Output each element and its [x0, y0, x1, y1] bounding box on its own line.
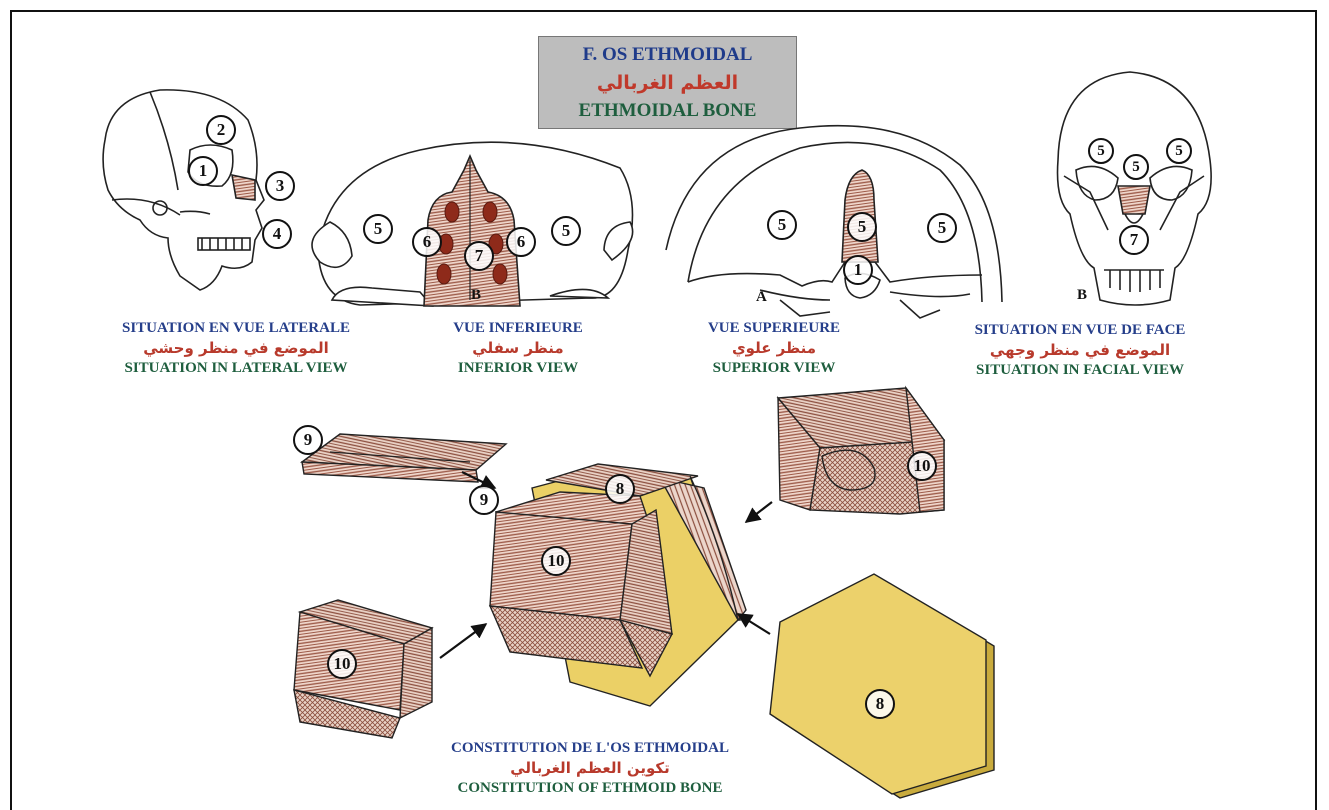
- marker-7-inferior: 7: [464, 241, 494, 271]
- lamina-plate-9: [299, 433, 508, 483]
- caption-superior-ar: منظر علوي: [731, 339, 817, 357]
- labyrinth-block-left: [293, 599, 434, 739]
- marker-5-superior-right: 5: [927, 213, 957, 243]
- caption-facial-en: SITUATION IN FACIAL VIEW: [976, 362, 1184, 378]
- marker-5-superior-center: 5: [847, 212, 877, 242]
- marker-6-inferior-left: 6: [412, 227, 442, 257]
- caption-facial-ar: الموضع في منظر وجهي: [989, 341, 1171, 359]
- caption-inferior-view: VUE INFERIEURE منظر سفلي INFERIOR VIEW: [418, 318, 618, 378]
- caption-superior-view: VUE SUPERIEURE منظر علوي SUPERIOR VIEW: [664, 318, 884, 378]
- caption-constitution: CONSTITUTION DE L'OS ETHMOIDAL تكوين الع…: [390, 738, 790, 798]
- caption-constitution-ar: تكوين العظم الغربالي: [510, 759, 670, 777]
- letter-b-facial: B: [1077, 287, 1088, 303]
- inferior-view: [311, 141, 634, 307]
- caption-constitution-en: CONSTITUTION OF ETHMOID BONE: [457, 780, 723, 796]
- caption-lateral-en: SITUATION IN LATERAL VIEW: [124, 360, 348, 376]
- letter-a-superior: A: [756, 289, 767, 305]
- caption-inferior-fr: VUE INFERIEURE: [453, 320, 583, 336]
- marker-2-lateral: 2: [206, 115, 236, 145]
- marker-5-inferior-left: 5: [363, 214, 393, 244]
- labyrinth-block-top: [776, 385, 946, 515]
- figure-frame: [10, 10, 1317, 810]
- cribriform-plate-8: [769, 573, 995, 799]
- title-arabic: العظم الغربالي: [596, 72, 739, 94]
- title-english: ETHMOIDAL BONE: [578, 100, 757, 121]
- caption-lateral-fr: SITUATION EN VUE LATERALE: [122, 320, 350, 336]
- marker-3-lateral: 3: [265, 171, 295, 201]
- letter-b-inferior: B: [471, 287, 482, 303]
- caption-facial-fr: SITUATION EN VUE DE FACE: [974, 322, 1186, 338]
- marker-5-facial-center: 5: [1123, 154, 1149, 180]
- caption-constitution-fr: CONSTITUTION DE L'OS ETHMOIDAL: [451, 740, 729, 756]
- marker-10-top-block: 10: [907, 451, 937, 481]
- caption-lateral-ar: الموضع في منظر وحشي: [143, 339, 329, 357]
- marker-9-plate: 9: [293, 425, 323, 455]
- marker-5-superior-left: 5: [767, 210, 797, 240]
- caption-lateral-view: SITUATION EN VUE LATERALE الموضع في منظر…: [76, 318, 396, 378]
- marker-8-plate: 8: [865, 689, 895, 719]
- marker-9-assembly: 9: [469, 485, 499, 515]
- marker-1-lateral: 1: [188, 156, 218, 186]
- caption-inferior-en: INFERIOR VIEW: [457, 360, 579, 376]
- marker-5-facial-right: 5: [1166, 138, 1192, 164]
- marker-4-lateral: 4: [262, 219, 292, 249]
- marker-8-assembly: 8: [605, 474, 635, 504]
- marker-5-facial-left: 5: [1088, 138, 1114, 164]
- caption-superior-en: SUPERIOR VIEW: [712, 360, 836, 376]
- marker-6-inferior-right: 6: [506, 227, 536, 257]
- caption-facial-view: SITUATION EN VUE DE FACE الموضع في منظر …: [920, 320, 1240, 380]
- marker-7-facial: 7: [1119, 225, 1149, 255]
- title-box: F. OS ETHMOIDAL العظم الغربالي ETHMOIDAL…: [538, 36, 797, 129]
- caption-superior-fr: VUE SUPERIEURE: [707, 320, 841, 336]
- marker-10-assembly: 10: [541, 546, 571, 576]
- title-french: F. OS ETHMOIDAL: [582, 44, 753, 65]
- caption-inferior-ar: منظر سفلي: [472, 339, 564, 357]
- marker-1-superior: 1: [843, 255, 873, 285]
- marker-5-inferior-right: 5: [551, 216, 581, 246]
- skull-frontal: [1056, 71, 1212, 306]
- marker-10-left-block: 10: [327, 649, 357, 679]
- skull-lateral: [102, 89, 265, 291]
